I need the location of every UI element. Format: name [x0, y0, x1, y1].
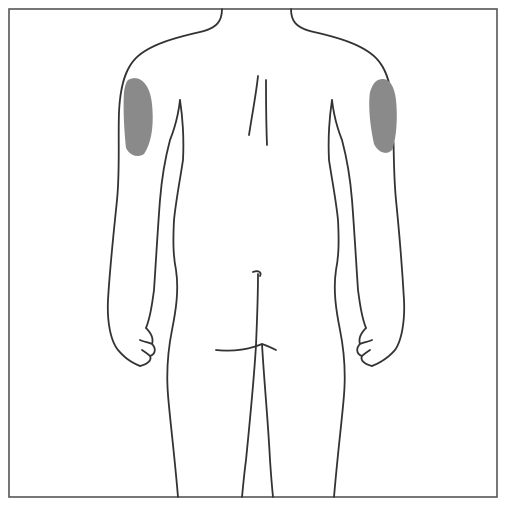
frame-border — [9, 9, 497, 497]
left-upper-arm-highlight — [124, 78, 153, 156]
spine-line-2 — [266, 80, 267, 145]
